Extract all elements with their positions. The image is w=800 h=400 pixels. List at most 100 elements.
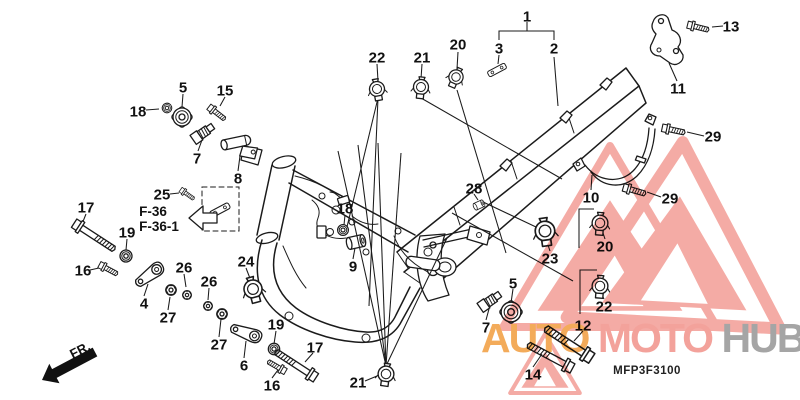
leader-line (573, 330, 584, 342)
collar-7-right (476, 288, 504, 314)
callout-label-6: 6 (240, 358, 248, 375)
callout-label-18: 18 (130, 104, 147, 121)
bolt-16-left (96, 260, 121, 279)
bolt-17-left (69, 217, 119, 256)
callout-label-17: 17 (78, 200, 95, 217)
leader-line (197, 139, 203, 152)
leader-polyline (385, 152, 402, 367)
leader-polyline (451, 212, 574, 282)
leader-polyline (498, 30, 555, 40)
callout-label-26: 26 (201, 274, 218, 291)
clamp-20-top (442, 64, 469, 92)
callout-label-16: 16 (264, 378, 281, 395)
callout-label-28: 28 (466, 181, 483, 198)
bolt-13 (685, 19, 711, 36)
hanger-bracket-4 (132, 259, 167, 291)
callout-label-9: 9 (349, 259, 357, 276)
callout-label-27: 27 (160, 310, 177, 327)
leader-line (207, 287, 210, 301)
washer-18-left (160, 101, 174, 115)
callout-label-29: 29 (705, 129, 722, 146)
grommet-18-center (337, 224, 349, 236)
leader-line (243, 340, 247, 359)
leader-line (352, 247, 356, 260)
callout-label-19: 19 (268, 317, 285, 334)
bolt-25 (178, 186, 197, 203)
washer-19-left (119, 249, 133, 263)
callout-label-25: 25 (154, 187, 171, 204)
watermark: AUTO MOTO HUB (481, 136, 800, 395)
leader-line (237, 155, 241, 172)
callout-label-5: 5 (179, 80, 187, 97)
leader-line (181, 93, 184, 108)
callout-label-8: 8 (234, 171, 242, 188)
leader-polyline (385, 237, 448, 367)
callout-label-22: 22 (369, 50, 386, 67)
brand-word-moto: MOTO (598, 315, 713, 361)
frame-section-reference: F-36 F-36-1 (139, 204, 218, 234)
leader-line (668, 62, 678, 82)
bushing-9 (344, 233, 368, 251)
callout-label-21: 21 (350, 375, 367, 392)
leader-line (532, 353, 543, 368)
collar-7-left (189, 120, 217, 146)
frame-ref-label: F-36 (139, 204, 167, 219)
leader-line (456, 51, 459, 70)
callout-label-5: 5 (509, 276, 517, 293)
leader-line (473, 193, 479, 201)
leader-polyline (368, 97, 379, 307)
leader-line (686, 131, 705, 137)
callout-label-21: 21 (414, 50, 431, 67)
leader-line (219, 96, 226, 107)
brand-watermark-text: AUTO MOTO HUB (481, 315, 800, 361)
clamp-21-bottom (373, 361, 399, 389)
leader-line (183, 273, 187, 288)
clamp-21-top (409, 75, 433, 101)
callout-label-15: 15 (217, 83, 234, 100)
callout-label-20: 20 (450, 37, 467, 54)
leader-line (485, 308, 490, 321)
callout-label-1: 1 (523, 9, 531, 26)
leader-polyline (345, 97, 379, 232)
callout-label-19: 19 (119, 225, 136, 242)
frame-ref-sub-label: F-36-1 (139, 219, 179, 234)
leader-line (711, 25, 724, 28)
callout-label-17: 17 (307, 340, 324, 357)
nut-26-a (182, 290, 192, 300)
callout-label-26: 26 (176, 260, 193, 277)
leader-line (343, 214, 346, 226)
brand-triangle-logos (499, 136, 786, 395)
leader-polyline (357, 144, 387, 367)
callout-label-7: 7 (193, 151, 201, 168)
left-arrow-icon (188, 205, 218, 231)
leader-line (497, 54, 500, 65)
callout-label-29: 29 (662, 191, 679, 208)
leader-polyline (578, 208, 594, 248)
callout-label-11: 11 (670, 81, 686, 98)
leader-polyline (377, 142, 387, 367)
triangle-logo-icon (508, 332, 582, 395)
callout-label-16: 16 (75, 263, 92, 280)
leader-line (364, 375, 378, 382)
leader-line (143, 283, 149, 297)
callout-label-3: 3 (495, 41, 503, 58)
leader-line (271, 369, 279, 379)
leader-lines (81, 22, 724, 382)
nut-27-b (216, 308, 228, 320)
leader-line (553, 56, 559, 107)
clamp-24 (238, 273, 269, 307)
leader-line (167, 296, 171, 311)
nut-27-a (165, 284, 177, 296)
clamp-22-top (365, 76, 390, 103)
leader-line (304, 352, 314, 363)
frame-line-art (201, 14, 684, 344)
grommet-5-left (171, 106, 193, 128)
leader-line (273, 330, 277, 345)
leader-line (125, 238, 128, 251)
bolt-15 (205, 102, 229, 124)
leader-polyline (480, 200, 537, 228)
leader-line (145, 108, 160, 111)
